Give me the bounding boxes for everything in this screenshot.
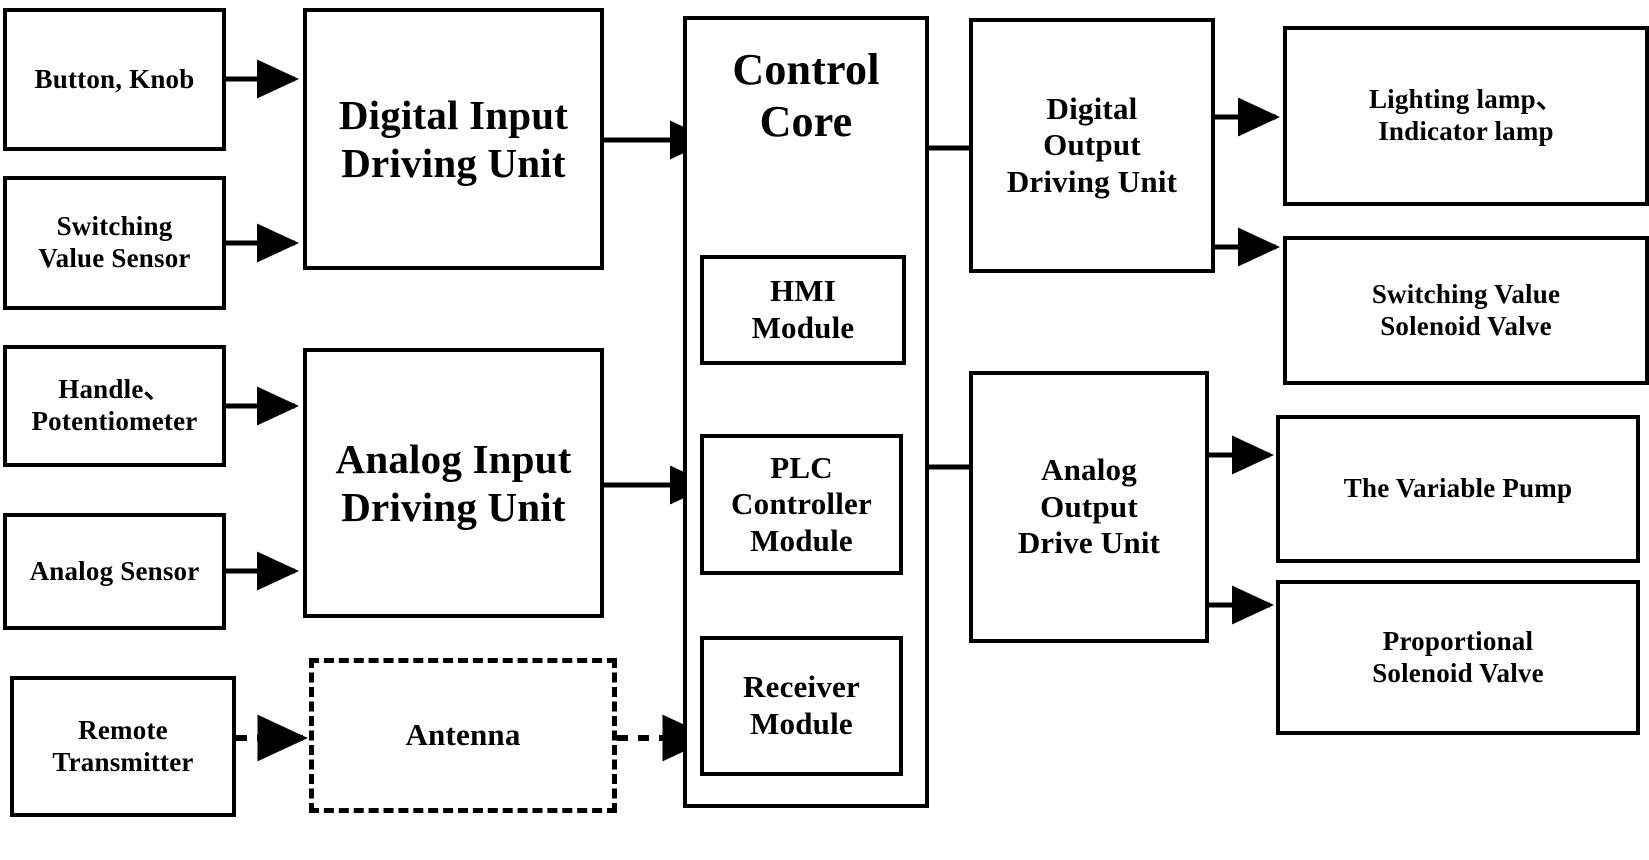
node-digital-output-driving-unit[interactable]: Digital Output Driving Unit xyxy=(969,18,1215,273)
node-plc-controller-module-label: PLC Controller Module xyxy=(731,449,872,558)
node-proportional-solenoid-valve-label: Proportional Solenoid Valve xyxy=(1372,625,1544,688)
node-lighting-indicator-lamp[interactable]: Lighting lamp、 Indicator lamp xyxy=(1283,26,1649,206)
node-analog-sensor-label: Analog Sensor xyxy=(29,555,200,586)
node-variable-pump[interactable]: The Variable Pump xyxy=(1276,415,1640,563)
node-digital-input-driving-unit-label: Digital Input Driving Unit xyxy=(338,91,569,186)
node-variable-pump-label: The Variable Pump xyxy=(1343,473,1573,504)
node-antenna[interactable]: Antenna xyxy=(309,658,617,813)
node-receiver-module-label: Receiver Module xyxy=(743,669,860,741)
node-analog-input-driving-unit-label: Analog Input Driving Unit xyxy=(335,435,572,530)
node-proportional-solenoid-valve[interactable]: Proportional Solenoid Valve xyxy=(1276,580,1640,735)
node-switching-value-sensor-label: Switching Value Sensor xyxy=(38,211,191,273)
node-switching-value-solenoid-valve-label: Switching Value Solenoid Valve xyxy=(1371,278,1561,341)
node-receiver-module[interactable]: Receiver Module xyxy=(700,636,903,776)
node-switching-value-solenoid-valve[interactable]: Switching Value Solenoid Valve xyxy=(1283,236,1649,385)
node-antenna-label: Antenna xyxy=(405,717,521,753)
node-digital-input-driving-unit[interactable]: Digital Input Driving Unit xyxy=(303,8,604,270)
node-analog-input-driving-unit[interactable]: Analog Input Driving Unit xyxy=(303,348,604,618)
node-switching-value-sensor[interactable]: Switching Value Sensor xyxy=(3,176,226,310)
node-handle-potentiometer[interactable]: Handle、 Potentiometer xyxy=(3,345,226,467)
node-hmi-module[interactable]: HMI Module xyxy=(700,255,906,365)
node-analog-sensor[interactable]: Analog Sensor xyxy=(3,513,226,630)
node-lighting-indicator-lamp-label: Lighting lamp、 Indicator lamp xyxy=(1368,84,1564,146)
node-button-knob-label: Button, Knob xyxy=(34,63,195,94)
node-remote-transmitter-label: Remote Transmitter xyxy=(52,714,194,777)
node-handle-potentiometer-label: Handle、 Potentiometer xyxy=(31,374,198,436)
node-digital-output-driving-unit-label: Digital Output Driving Unit xyxy=(1006,90,1178,199)
node-plc-controller-module[interactable]: PLC Controller Module xyxy=(700,434,903,575)
node-remote-transmitter[interactable]: Remote Transmitter xyxy=(10,676,236,817)
node-hmi-module-label: HMI Module xyxy=(751,273,855,345)
node-analog-output-drive-unit[interactable]: Analog Output Drive Unit xyxy=(969,371,1209,643)
node-button-knob[interactable]: Button, Knob xyxy=(3,8,226,151)
node-analog-output-drive-unit-label: Analog Output Drive Unit xyxy=(1017,452,1161,561)
node-control-core-label: Control Core xyxy=(732,45,880,146)
